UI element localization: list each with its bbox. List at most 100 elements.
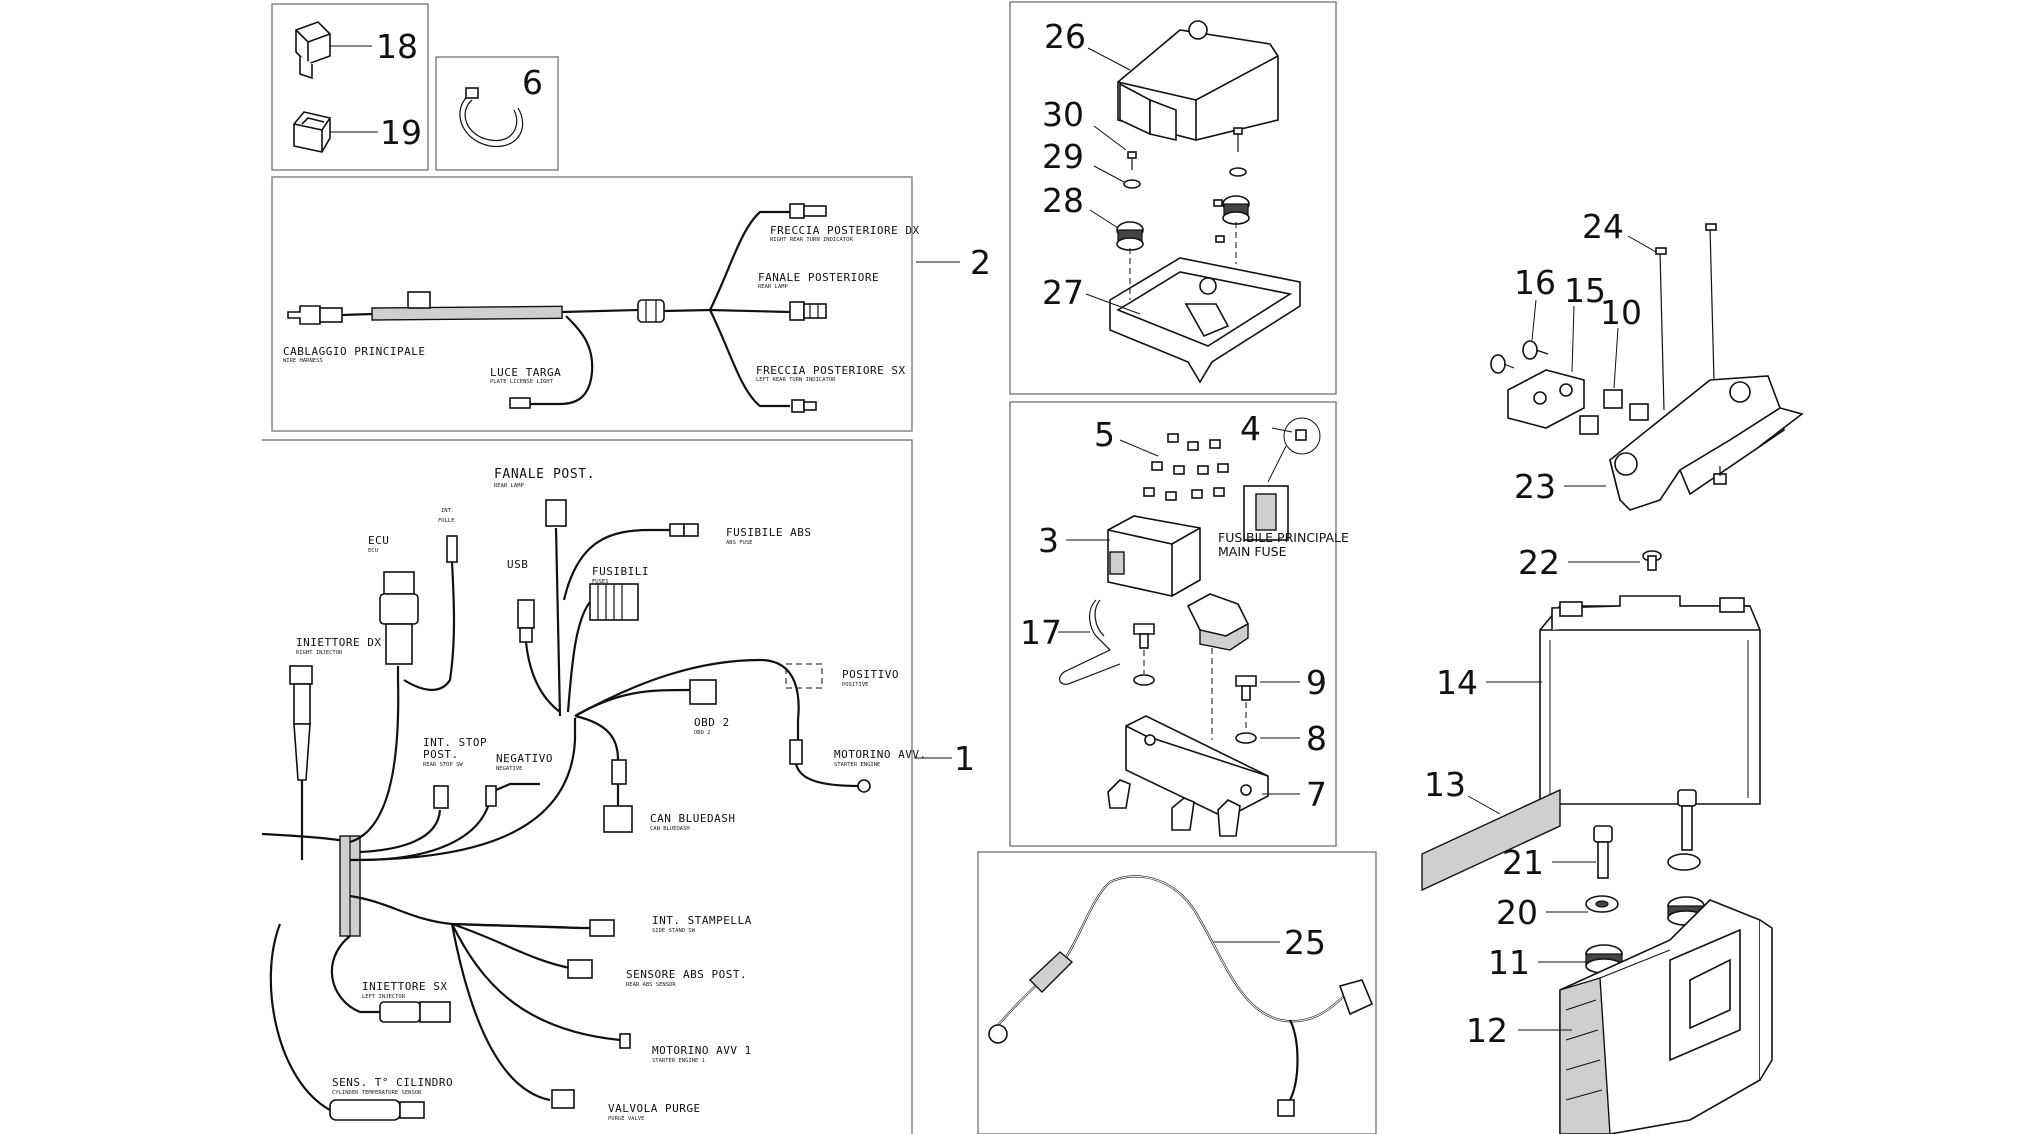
panel-fuse-box [1009, 401, 1337, 847]
label-positivo-sub: POSITIVE [842, 682, 869, 688]
callout-14: 14 [1436, 663, 1478, 702]
screw-part [1127, 127, 1243, 243]
callout-9: 9 [1306, 663, 1327, 702]
fuse-box-part [1107, 515, 1201, 597]
callout-2: 2 [970, 243, 991, 282]
label-int-stampella-sub: SIDE STAND SW [652, 928, 696, 934]
battery-grommet-part [1585, 896, 1705, 974]
mini-fuses-part [1143, 433, 1229, 501]
label-fanale-post: FANALE POST. [494, 467, 595, 482]
label-obd2-sub: OBD 2 [694, 730, 711, 736]
label-sensore-abs: SENSORE ABS POST. [626, 968, 747, 981]
label-int-folle: INT. [441, 508, 454, 514]
callout-30: 30 [1042, 95, 1084, 134]
label-motorino: MOTORINO AVV. [834, 748, 927, 761]
panel-relay [271, 3, 429, 171]
label-main-fuse-it: FUSIBILE PRINCIPALE [1218, 530, 1349, 545]
battery-cable-part [988, 875, 1374, 1117]
callout-24: 24 [1582, 207, 1624, 246]
label-int-stop-sub: REAR STOP SW [423, 762, 463, 768]
label-cablaggio: CABLAGGIO PRINCIPALE [283, 345, 425, 358]
label-negativo: NEGATIVO [496, 752, 553, 765]
battery-washer-part [1585, 853, 1701, 913]
callout-20: 20 [1496, 893, 1538, 932]
callout-6: 6 [522, 63, 543, 102]
callout-21: 21 [1502, 843, 1544, 882]
callout-18: 18 [376, 27, 418, 66]
label-luce-targa-sub: PLATE LICENSE LIGHT [490, 379, 554, 385]
label-int-stop-2: POST. [423, 748, 459, 761]
callout-5: 5 [1094, 415, 1115, 454]
panel-cable-tie [435, 56, 559, 171]
main-fuse-part [1243, 417, 1321, 541]
grommet-part [1116, 195, 1250, 251]
battery-screw-part [1642, 550, 1662, 571]
label-freccia-sx: FRECCIA POSTERIORE SX [756, 364, 906, 377]
battery-cover-part [1609, 375, 1804, 511]
label-fanale: FANALE POSTERIORE [758, 271, 879, 284]
label-freccia-dx: FRECCIA POSTERIORE DX [770, 224, 920, 237]
label-iniettore-sx: INIETTORE SX [362, 980, 447, 993]
battery-part [1539, 595, 1761, 805]
callout-4: 4 [1240, 409, 1261, 448]
label-int-stop: INT. STOP [423, 736, 487, 749]
label-luce-targa: LUCE TARGA [490, 366, 561, 379]
cable-tie-part [459, 87, 524, 148]
callout-19: 19 [380, 113, 422, 152]
fuse-box-screw-part [1133, 623, 1257, 744]
label-int-stampella: INT. STAMPELLA [652, 914, 752, 927]
label-int-folle-2: FOLLE [438, 518, 455, 524]
label-fusibili-sub: FUSES [592, 579, 609, 585]
callout-8: 8 [1306, 719, 1327, 758]
label-cablaggio-sub: WIRE HARNESS [283, 358, 323, 364]
label-ecu: ECU [368, 534, 389, 547]
label-iniettore-dx-sub: RIGHT INJECTOR [296, 650, 343, 656]
callout-17: 17 [1020, 613, 1062, 652]
label-fusibile-abs-sub: ABS FUSE [726, 540, 753, 546]
label-main-fuse-en: MAIN FUSE [1218, 544, 1287, 559]
rear-harness-drawing [287, 203, 827, 413]
callout-11: 11 [1488, 943, 1530, 982]
callout-23: 23 [1514, 467, 1556, 506]
label-motorino-1-sub: STARTER ENGINE 1 [652, 1058, 705, 1064]
label-fanale-post-sub: REAR LAMP [494, 483, 524, 489]
callout-29: 29 [1042, 137, 1084, 176]
label-valvola: VALVOLA PURGE [608, 1102, 701, 1115]
callout-10: 10 [1600, 293, 1642, 332]
label-freccia-dx-sub: RIGHT REAR TURN INDICATOR [770, 237, 853, 243]
label-sensore-abs-sub: REAR ABS SENSOR [626, 982, 676, 988]
label-iniettore-dx: INIETTORE DX [296, 636, 381, 649]
label-fusibili: FUSIBILI [592, 565, 649, 578]
label-iniettore-sx-sub: LEFT INJECTOR [362, 994, 406, 1000]
label-motorino-sub: STARTER ENGINE [834, 762, 880, 768]
callout-7: 7 [1306, 775, 1327, 814]
label-positivo: POSITIVO [842, 668, 899, 681]
callout-3: 3 [1038, 521, 1059, 560]
label-negativo-sub: NEGATIVE [496, 766, 523, 772]
label-motorino-1: MOTORINO AVV 1 [652, 1044, 752, 1057]
ecu-tray-part [1109, 257, 1301, 384]
ecu-unit-part [1117, 20, 1279, 142]
panel-battery-cable [977, 851, 1377, 1134]
panel-rear-harness [271, 176, 913, 432]
callout-12: 12 [1466, 1011, 1508, 1050]
label-usb: USB [507, 558, 528, 571]
label-fanale-sub: REAR LAMP [758, 284, 788, 290]
callout-13: 13 [1424, 765, 1466, 804]
callout-15: 15 [1564, 271, 1606, 310]
label-can-bluedash: CAN BLUEDASH [650, 812, 735, 825]
relay-holder-part [293, 111, 331, 153]
callout-26: 26 [1044, 17, 1086, 56]
battery-bolt-part [1593, 789, 1697, 879]
relay-part [295, 21, 331, 80]
label-sens-cilindro: SENS. T° CILINDRO [332, 1076, 453, 1089]
bracket-plate-part [1507, 369, 1585, 429]
callout-1: 1 [954, 739, 975, 778]
battery-cable-ties-part [1655, 223, 1717, 411]
callout-28: 28 [1042, 181, 1084, 220]
main-harness-drawing [261, 499, 871, 1121]
battery-box-part [1559, 899, 1773, 1134]
clip-nut-part [1579, 389, 1649, 435]
bolt-part [1490, 340, 1549, 374]
